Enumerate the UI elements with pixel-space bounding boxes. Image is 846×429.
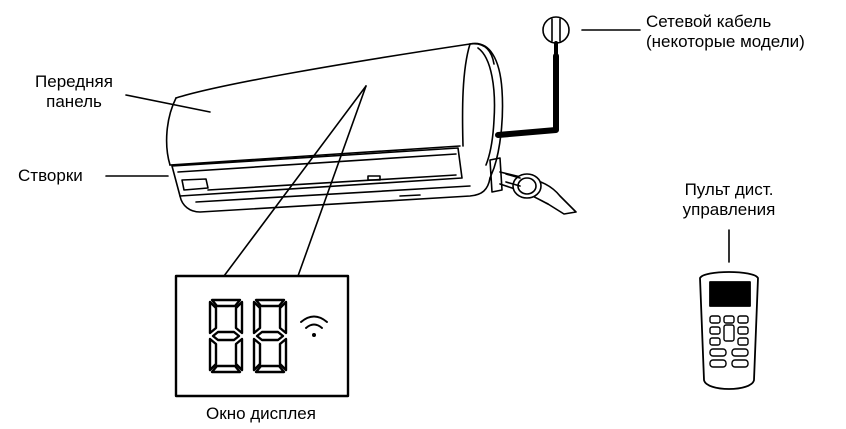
remote-control	[699, 271, 759, 390]
louvers-label: Створки	[18, 166, 83, 185]
digit-1	[208, 298, 244, 374]
front-panel-label: Передняя панель	[22, 72, 126, 112]
front-panel-leader	[125, 94, 211, 113]
remote-buttons	[709, 315, 749, 368]
seven-segment-digits	[208, 298, 288, 374]
drain-hose	[499, 171, 577, 215]
display-window	[174, 274, 350, 398]
power-cable-label-line2: (некоторые модели)	[646, 32, 805, 51]
power-cable-label: Сетевой кабель (некоторые модели)	[646, 12, 805, 52]
display-leader-left	[223, 85, 367, 277]
indoor-unit	[165, 42, 504, 213]
remote-label: Пульт дист. управления	[670, 180, 788, 220]
power-cable-label-line1: Сетевой кабель	[646, 12, 772, 31]
remote-label-line2: управления	[682, 200, 776, 219]
remote-label-line1: Пульт дист.	[684, 180, 774, 199]
display-window-label: Окно дисплея	[206, 404, 316, 423]
digit-2	[252, 298, 288, 374]
power-cable	[495, 16, 570, 138]
wifi-icon	[300, 315, 328, 337]
front-panel-label-line2: панель	[46, 92, 102, 111]
front-panel-label-line1: Передняя	[35, 72, 113, 91]
remote-screen	[709, 281, 751, 307]
display-leader-right	[297, 85, 367, 277]
